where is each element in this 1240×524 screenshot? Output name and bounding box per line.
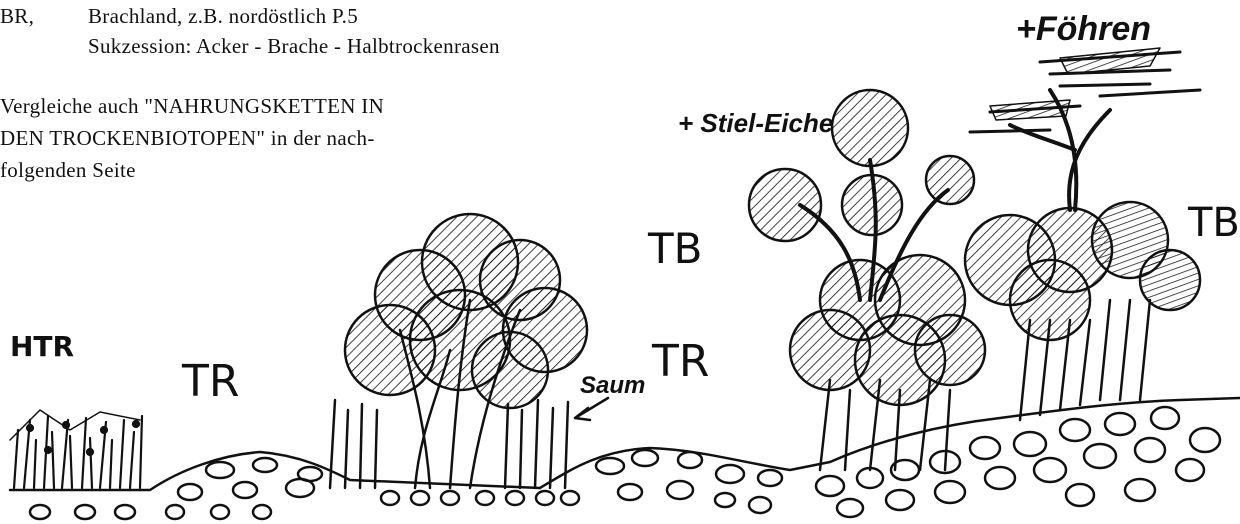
central-shrub [330,214,587,488]
htr-grass [10,410,142,488]
ground-line [10,398,1240,490]
stones-left [30,458,322,519]
saum-arrow [575,398,608,420]
oak-tree [749,90,985,470]
stones-middle [381,450,782,513]
right-shrubs [965,202,1200,420]
pine-tree [970,48,1200,210]
stones-right [816,407,1220,517]
